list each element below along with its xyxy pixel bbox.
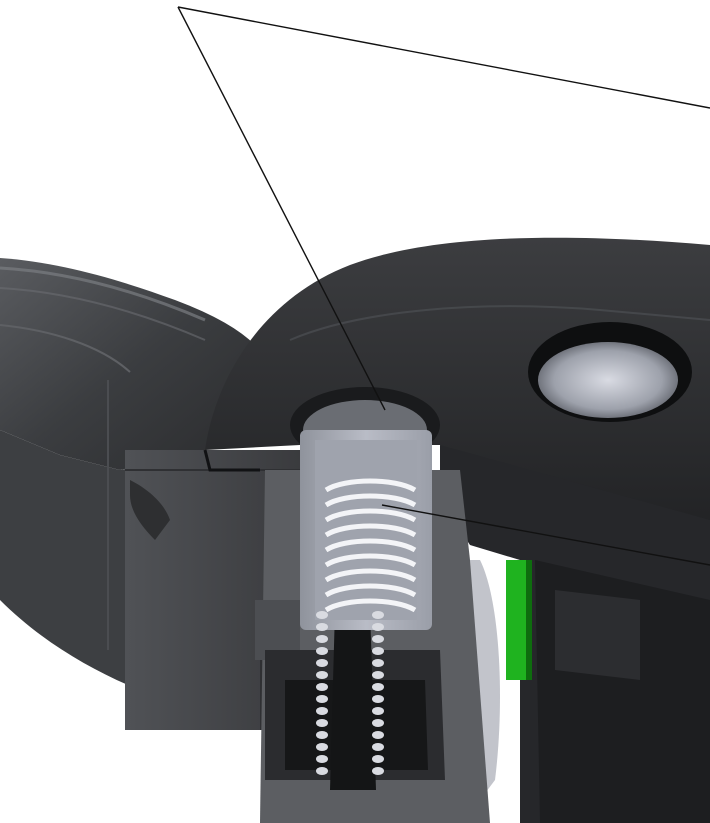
spring-coil: [316, 611, 328, 619]
right-housing: [440, 445, 710, 823]
spring-coil: [372, 719, 384, 727]
spring-coil: [324, 598, 417, 613]
spring-coil: [316, 623, 328, 631]
spring-coil: [316, 707, 328, 715]
spring-coil: [372, 611, 384, 619]
spring-coil: [324, 538, 417, 553]
spring-coil: [372, 695, 384, 703]
spring-coil: [372, 671, 384, 679]
spring-coil: [372, 683, 384, 691]
spring-coil: [372, 707, 384, 715]
spring-coil: [316, 635, 328, 643]
spring-coil: [324, 523, 417, 538]
spring-coil: [372, 635, 384, 643]
spring-coil: [372, 659, 384, 667]
spring-coil: [324, 553, 417, 568]
spring-coil: [372, 743, 384, 751]
compression-spring: [324, 478, 417, 613]
spring-coil: [372, 623, 384, 631]
spring-coil: [316, 659, 328, 667]
spring-coil: [372, 755, 384, 763]
spring-coil: [316, 671, 328, 679]
spring-coil: [316, 647, 328, 655]
leader-line-top: [177, 6, 710, 109]
spring-coil: [316, 683, 328, 691]
spring-coil: [316, 767, 328, 775]
spring-coil: [316, 731, 328, 739]
spring-coil: [372, 731, 384, 739]
leader-line-to-spring: [381, 504, 710, 566]
spring-coil: [372, 767, 384, 775]
spring-coil: [316, 695, 328, 703]
spring-coil: [324, 583, 417, 598]
spring-coil: [316, 755, 328, 763]
spring-coil: [324, 508, 417, 523]
leader-line-to-cap: [177, 6, 386, 411]
lower-spring: [316, 611, 384, 775]
guide-pin: [330, 598, 376, 790]
spring-coil: [324, 493, 417, 508]
spring-coil: [316, 719, 328, 727]
spring-coil: [372, 647, 384, 655]
round-window: [528, 322, 692, 422]
leader-lines: [177, 6, 710, 566]
spring-coil: [324, 478, 417, 493]
spring-coil: [324, 568, 417, 583]
spring-coil: [316, 743, 328, 751]
